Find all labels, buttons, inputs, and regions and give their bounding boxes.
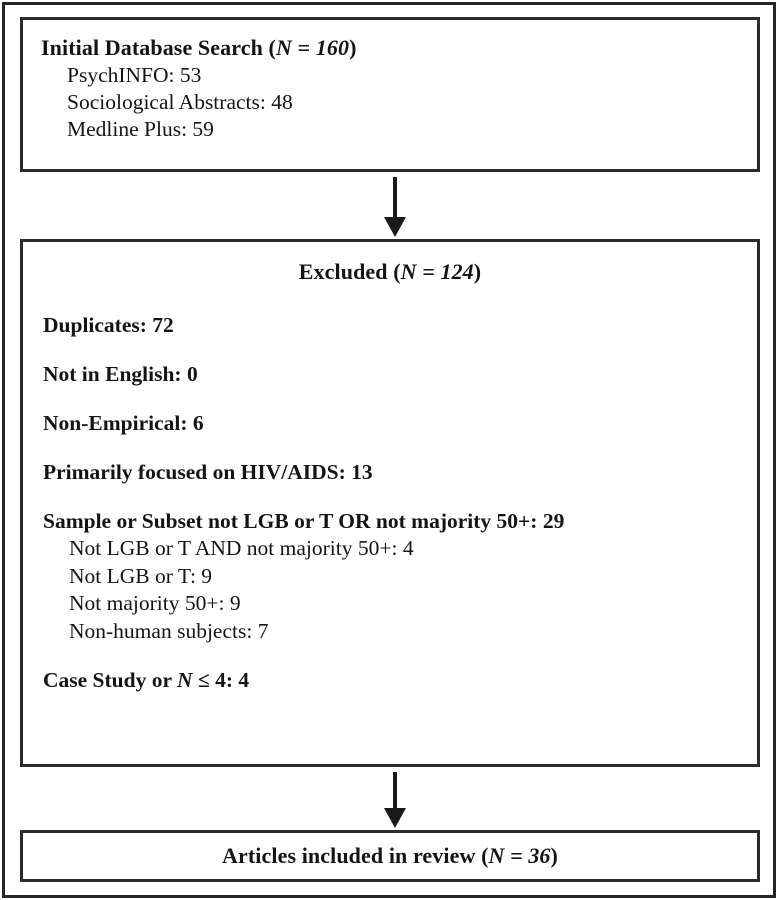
- excluded-reason-case-study: Case Study or N ≤ 4: 4: [23, 667, 757, 694]
- excluded-n: N = 124: [400, 259, 474, 284]
- excluded-header: Excluded (N = 124): [298, 259, 482, 284]
- excluded-sub-non-human-subjects: Non-human subjects: 7: [69, 618, 269, 643]
- source-psychinfo: PsychINFO: 53: [67, 63, 202, 87]
- initial-search-header: Initial Database Search (N = 160): [41, 35, 357, 60]
- initial-search-header-label: Initial Database Search: [41, 35, 263, 60]
- spacer: [23, 437, 757, 459]
- included-n: N = 36: [488, 843, 551, 868]
- arrow-head: [384, 217, 406, 237]
- arrow-down-icon-search-to-excluded: [380, 177, 410, 237]
- initial-search-n: N = 160: [275, 35, 350, 60]
- arrow-shaft: [393, 772, 397, 810]
- box-initial-database-search: Initial Database Search (N = 160) PsychI…: [20, 17, 760, 172]
- source-sociological-abstracts: Sociological Abstracts: 48: [67, 90, 293, 114]
- excluded-header-label: Excluded: [298, 259, 388, 284]
- arrow-shaft: [393, 177, 397, 219]
- arrow-down-icon-excluded-to-included: [380, 772, 410, 828]
- excluded-reason-not-in-english: Not in English: 0: [43, 362, 198, 386]
- source-medline-plus: Medline Plus: 59: [67, 117, 214, 141]
- case-study-prefix: Case Study or: [43, 668, 177, 692]
- excluded-reason-hiv-aids: Primarily focused on HIV/AIDS: 13: [43, 460, 373, 484]
- case-study-suffix: ≤ 4: 4: [192, 668, 250, 692]
- spacer: [23, 339, 757, 361]
- spacer: [23, 486, 757, 508]
- included-header: Articles included in review (N = 36): [222, 843, 558, 868]
- excluded-sub-not-lgbt: Not LGB or T: 9: [69, 563, 213, 588]
- spacer: [23, 388, 757, 410]
- case-study-n: N: [177, 668, 193, 692]
- spacer: [23, 645, 757, 667]
- spacer: [23, 286, 757, 312]
- excluded-sub-not-majority-50: Not majority 50+: 9: [69, 591, 241, 615]
- excluded-reason-sample-subset: Sample or Subset not LGB or T OR not maj…: [43, 509, 565, 533]
- included-header-label: Articles included in review: [222, 843, 476, 868]
- box-excluded: Excluded (N = 124) Duplicates: 72 Not in…: [20, 239, 760, 767]
- excluded-sub-not-lgbt-and-not-majority: Not LGB or T AND not majority 50+: 4: [69, 536, 414, 560]
- excluded-reason-non-empirical: Non-Empirical: 6: [43, 411, 204, 435]
- box-articles-included: Articles included in review (N = 36): [20, 830, 760, 882]
- arrow-head: [384, 808, 406, 828]
- excluded-reason-duplicates: Duplicates: 72: [43, 313, 174, 337]
